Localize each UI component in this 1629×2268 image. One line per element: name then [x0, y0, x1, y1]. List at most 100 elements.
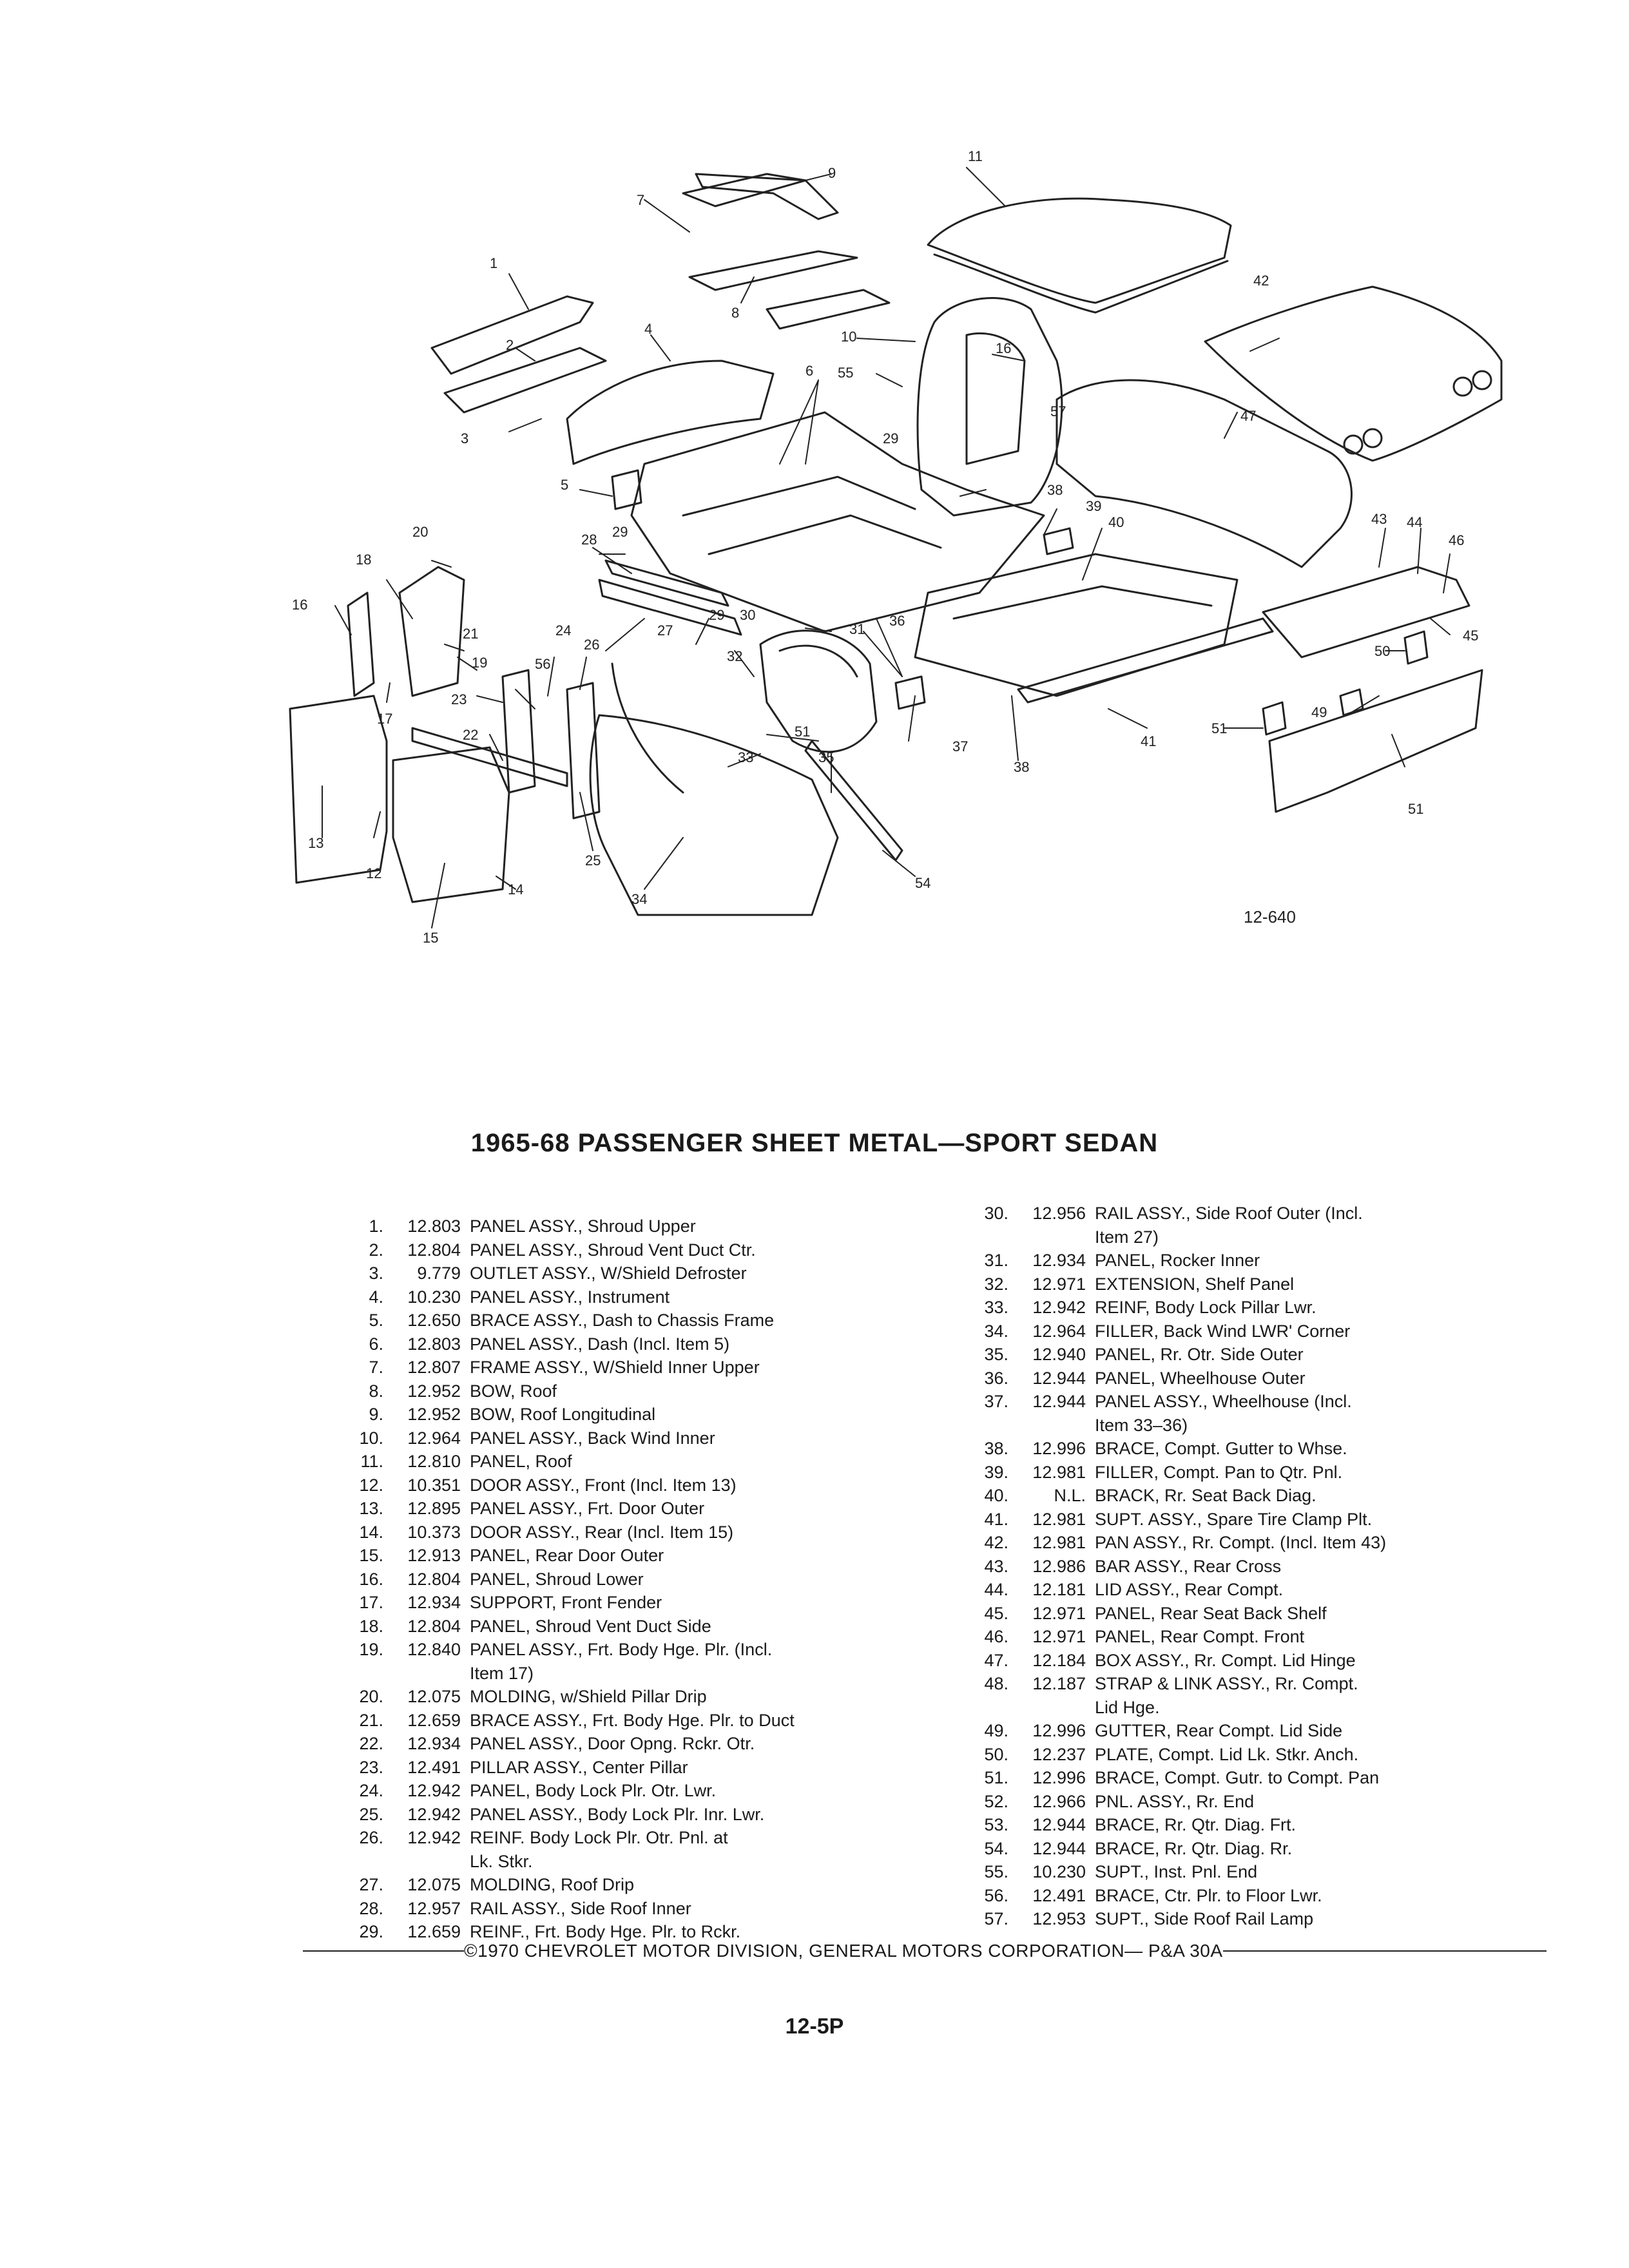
wheelhouse: [759, 629, 878, 753]
part-description: BRACE, Rr. Qtr. Diag. Frt.: [1095, 1813, 1553, 1837]
part-code: 12.964: [1032, 1321, 1086, 1341]
callout-51: 50: [1374, 643, 1391, 659]
callout-25: 25: [585, 852, 601, 869]
part-code: 12.237: [1032, 1744, 1086, 1764]
part-description-text: PLATE, Compt. Lid Lk. Stkr. Anch.: [1095, 1744, 1359, 1764]
part-description: BRACE, Compt. Gutter to Whse.: [1095, 1437, 1553, 1461]
part-code: 12.952: [407, 1381, 461, 1401]
callout-33: 32: [727, 648, 743, 664]
part-description-text: RAIL ASSY., Side Roof Inner: [470, 1898, 691, 1918]
part-code: 12.934: [1032, 1251, 1086, 1270]
part-description: BOX ASSY., Rr. Compt. Lid Hinge: [1095, 1649, 1553, 1673]
part-description-continued: Item 33–36): [1095, 1415, 1188, 1435]
part-description: PANEL, Shroud Vent Duct Side: [470, 1615, 941, 1639]
part-number: 7.: [369, 1358, 383, 1377]
part-code: 12.184: [1032, 1650, 1086, 1670]
part-number: 9.: [369, 1405, 383, 1424]
rocker-inner: [598, 579, 742, 636]
side-roof-rail-inner: [604, 559, 729, 607]
part-number: 45.: [984, 1603, 1008, 1623]
callout-40: 38: [1047, 482, 1063, 498]
part-description-text: PANEL ASSY., Wheelhouse (Incl.: [1095, 1392, 1352, 1411]
rear-seat-back-shelf: [1262, 566, 1470, 658]
part-description: LID ASSY., Rear Compt.: [1095, 1578, 1553, 1602]
part-description: SUPT., Inst. Pnl. End: [1095, 1860, 1553, 1884]
part-description: PANEL, Rear Door Outer: [470, 1544, 941, 1568]
callout-9: 9: [828, 165, 836, 181]
callout-29: 29: [612, 524, 628, 540]
part-description-text: PANEL ASSY., Dash (Incl. Item 5): [470, 1334, 730, 1354]
part-number: 41.: [984, 1509, 1008, 1529]
callout-52: 51: [1408, 801, 1424, 817]
part-description: BRACE, Ctr. Plr. to Floor Lwr.: [1095, 1884, 1553, 1908]
part-code: 12.971: [1032, 1274, 1086, 1294]
part-description: DOOR ASSY., Front (Incl. Item 13): [470, 1474, 941, 1497]
part-description: BRACE, Rr. Qtr. Diag. Rr.: [1095, 1837, 1553, 1861]
part-number: 17.: [359, 1593, 383, 1612]
part-description-text: PANEL, Rear Door Outer: [470, 1546, 664, 1565]
part-description-text: FILLER, Compt. Pan to Qtr. Pnl.: [1095, 1462, 1343, 1482]
part-number: 21.: [359, 1710, 383, 1730]
part-description-text: SUPPORT, Front Fender: [470, 1593, 662, 1612]
rear-compartment-lid: [1204, 285, 1503, 462]
door-opng-rocker-otr: [411, 727, 568, 787]
part-description-text: BRACE, Rr. Qtr. Diag. Rr.: [1095, 1838, 1293, 1858]
part-description: PANEL, Roof: [470, 1450, 941, 1474]
part-description: REINF., Frt. Body Hge. Plr. to Rckr.: [470, 1920, 941, 1944]
roof-bow-8: [688, 250, 858, 291]
part-description: PANEL, Rear Seat Back Shelf: [1095, 1602, 1553, 1626]
part-description-text: GUTTER, Rear Compt. Lid Side: [1095, 1721, 1343, 1740]
part-description-text: REINF., Frt. Body Hge. Plr. to Rckr.: [470, 1922, 741, 1941]
part-code: 12.650: [407, 1311, 461, 1330]
part-description-continued: Lk. Stkr.: [470, 1851, 533, 1871]
part-description: BRACE ASSY., Dash to Chassis Frame: [470, 1309, 941, 1332]
roof-bow-9: [695, 173, 839, 220]
compt-gutter-brace: [894, 675, 926, 710]
part-description: FILLER, Compt. Pan to Qtr. Pnl.: [1095, 1461, 1553, 1485]
part-code: 10.230: [1032, 1862, 1086, 1881]
center-pillar: [501, 669, 536, 794]
part-code: 12.913: [407, 1546, 461, 1565]
part-number: 11.: [360, 1452, 383, 1471]
part-code: 12.996: [1032, 1439, 1086, 1458]
part-description: BRACE ASSY., Frt. Body Hge. Plr. to Duct: [470, 1709, 941, 1733]
exploded-sheet-metal-diagram: 11 9 7 1 8 42 4 10 2 16 6 55 57 47 3 29 …: [0, 0, 1629, 966]
part-number: 37.: [984, 1392, 1008, 1411]
callout-44: 42: [1253, 273, 1269, 289]
part-code: 12.804: [407, 1616, 461, 1636]
page-number: 12-5P: [785, 2014, 844, 2039]
callout-51b: 51: [1211, 720, 1228, 736]
part-description: PANEL, Body Lock Plr. Otr. Lwr.: [470, 1779, 941, 1803]
part-code: 12.981: [1032, 1509, 1086, 1529]
callout-46: 44: [1407, 514, 1423, 530]
part-description-text: REINF, Body Lock Pillar Lwr.: [1095, 1298, 1316, 1317]
rear-door: [392, 746, 510, 903]
part-code: 12.942: [407, 1781, 461, 1800]
part-number: 13.: [359, 1499, 383, 1518]
callout-14: 14: [508, 881, 524, 898]
part-code: 10.351: [407, 1475, 461, 1495]
part-code: 12.986: [1032, 1556, 1086, 1576]
part-code: 12.942: [407, 1828, 461, 1847]
part-code: 12.996: [1032, 1768, 1086, 1787]
callout-5: 5: [561, 477, 569, 493]
part-code: 12.952: [407, 1405, 461, 1424]
callout-36: 35: [818, 749, 834, 765]
